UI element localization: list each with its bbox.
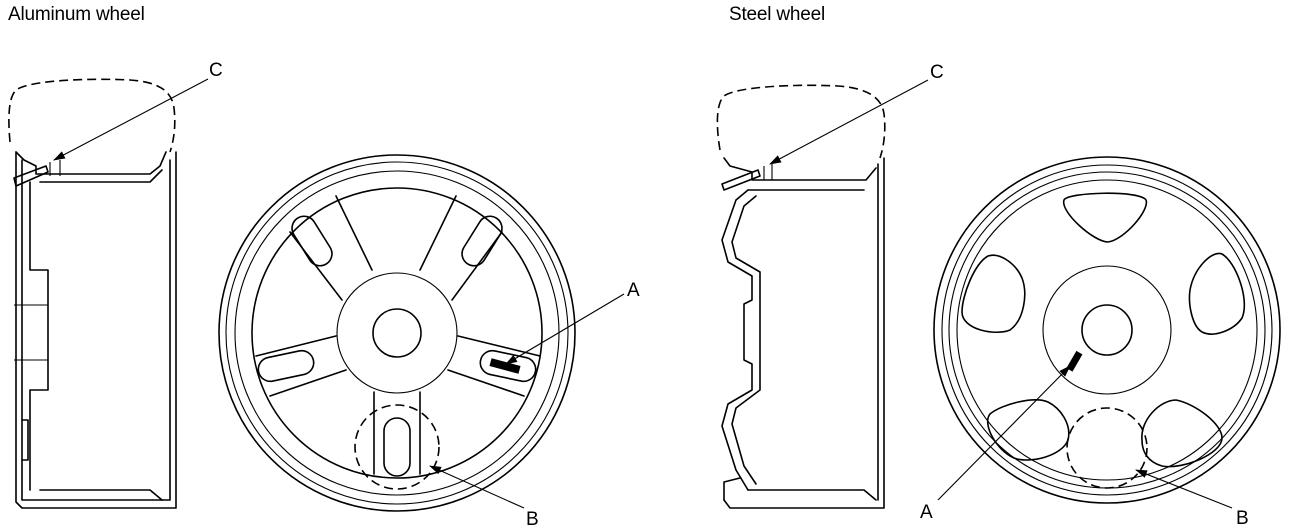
steel-wheel-front-view xyxy=(933,156,1281,504)
steel-wheel-title: Steel wheel xyxy=(729,4,826,25)
steel-label-b: B xyxy=(1236,508,1249,529)
aluminum-wheel-front-view xyxy=(218,154,576,512)
aluminum-area-b xyxy=(354,404,440,490)
aluminum-wheel-title: Aluminum wheel xyxy=(8,4,145,25)
steel-label-a: A xyxy=(920,502,933,523)
steel-wheel-vent-holes xyxy=(961,192,1246,468)
steel-callouts: C A B xyxy=(769,62,1249,529)
aluminum-mark-a xyxy=(489,358,521,374)
aluminum-label-c: C xyxy=(209,60,223,81)
aluminum-callouts: C A B xyxy=(53,60,640,530)
steel-area-b xyxy=(1066,407,1148,489)
aluminum-label-b: B xyxy=(526,509,539,530)
steel-wheel-side-view xyxy=(716,84,886,509)
aluminum-wheel-side-view xyxy=(8,78,177,509)
aluminum-label-a: A xyxy=(627,280,640,301)
steel-label-c: C xyxy=(930,62,944,83)
steel-mark-a xyxy=(1066,350,1083,372)
